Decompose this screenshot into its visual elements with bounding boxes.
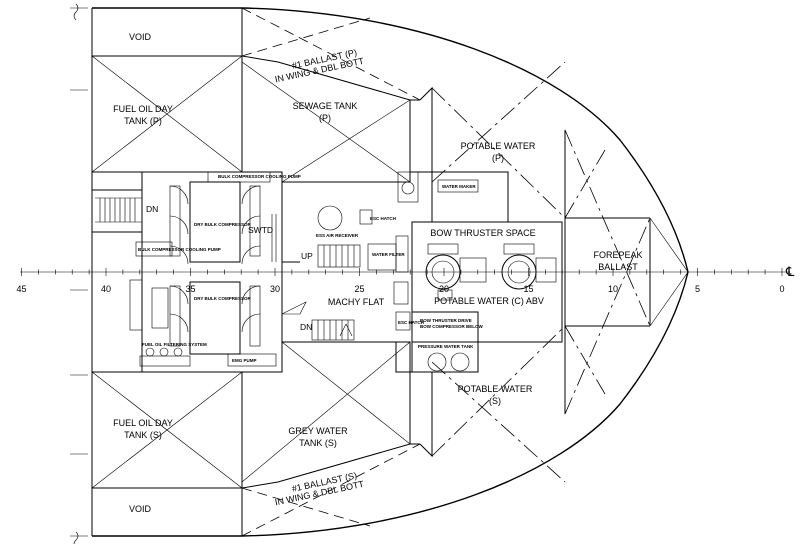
label-sewage-1: SEWAGE TANK bbox=[293, 101, 358, 111]
water-maker-room bbox=[431, 171, 509, 223]
label-machy-flat: MACHY FLAT bbox=[328, 297, 385, 307]
compressor-room-equipment bbox=[129, 171, 277, 367]
dry-bulk-compressor-group bbox=[169, 181, 261, 355]
centerline-symbol: ℄ bbox=[785, 264, 795, 279]
label-water-maker: WATER MAKER bbox=[442, 184, 476, 189]
potable-s-aft bbox=[410, 371, 433, 458]
label-potable-s-2: (S) bbox=[489, 396, 501, 406]
potable-p-dash bbox=[431, 61, 566, 219]
label-grey-1: GREY WATER bbox=[288, 426, 348, 436]
frame-label: 10 bbox=[608, 284, 618, 294]
label-dn-upper: DN bbox=[146, 204, 158, 214]
label-esc-hatch: ESC HATCH bbox=[370, 216, 396, 221]
label-void-top: VOID bbox=[129, 32, 152, 42]
ballast-p-inner bbox=[241, 8, 420, 101]
label-esc-hatch-lower: ESC HATCH bbox=[398, 320, 424, 325]
stair-well bbox=[92, 189, 142, 233]
break-mark-1 bbox=[73, 3, 79, 21]
frame-label: 30 bbox=[270, 284, 280, 294]
label-fuel-oil-p-2: TANK (P) bbox=[124, 116, 162, 126]
label-bt-drive: BOW THRUSTER DRIVE bbox=[420, 318, 472, 323]
label-dry-bulk-1: DRY BULK COMPRESSOR bbox=[194, 222, 252, 227]
ballast-s-dash bbox=[241, 443, 421, 537]
frame-ticks bbox=[21, 268, 783, 276]
label-bow-thruster: BOW THRUSTER SPACE bbox=[430, 228, 535, 238]
machy-flat-boundary bbox=[281, 182, 300, 342]
label-fuel-oil-p-1: FUEL OIL DAY bbox=[113, 104, 173, 114]
label-potable-c: POTABLE WATER (C) ABV bbox=[434, 296, 544, 306]
fuel-oil-s-cross bbox=[91, 371, 243, 489]
label-pressure-water: PRESSURE WATER TANK bbox=[418, 344, 474, 349]
potable-p-aft bbox=[410, 86, 433, 182]
stair-up bbox=[317, 244, 361, 268]
frame-label: 25 bbox=[354, 284, 364, 294]
bow-thruster-units bbox=[425, 243, 557, 301]
label-potable-p-2: (P) bbox=[492, 153, 504, 163]
stair-dn-lower bbox=[311, 319, 355, 341]
frame-labels: 45 40 35 30 25 20 15 10 5 0 bbox=[16, 284, 784, 294]
esc-hatch-lower-box bbox=[395, 342, 412, 373]
label-fuel-oil-s-1: FUEL OIL DAY bbox=[113, 418, 173, 428]
frame-label: 20 bbox=[439, 284, 449, 294]
frame-label: 5 bbox=[695, 284, 700, 294]
label-fuel-oil-s-2: TANK (S) bbox=[124, 430, 162, 440]
frame-label: 0 bbox=[779, 284, 784, 294]
label-emg-pump: EMG PUMP bbox=[232, 358, 257, 363]
break-lines bbox=[70, 7, 88, 537]
pressure-water-tank-box bbox=[411, 341, 479, 373]
label-bt-comp-below: BOW COMPRESSOR BELOW bbox=[420, 324, 484, 329]
label-bulk-cooling-top: BULK COMPRESSOR COOLING PUMP bbox=[218, 174, 301, 179]
stair-upper bbox=[95, 197, 142, 223]
label-up: UP bbox=[301, 251, 313, 261]
machy-equipment bbox=[281, 171, 419, 331]
label-ess-air-receiver: ESS AIR RECEIVER bbox=[316, 233, 359, 238]
label-dn-lower: DN bbox=[300, 322, 312, 332]
label-forepeak-1: FOREPEAK bbox=[593, 250, 642, 260]
label-forepeak-2: BALLAST bbox=[598, 262, 638, 272]
label-water-filter: WATER FILTER bbox=[372, 252, 405, 257]
ballast-p-dash bbox=[241, 7, 421, 101]
potable-s-dash bbox=[431, 325, 566, 483]
frame-label: 35 bbox=[185, 284, 195, 294]
hull-outline-port bbox=[92, 7, 689, 273]
frame-label: 45 bbox=[16, 284, 26, 294]
water-maker bbox=[437, 179, 479, 193]
label-void-bottom: VOID bbox=[129, 504, 152, 514]
sewage-cross bbox=[241, 61, 411, 183]
label-potable-s-1: POTABLE WATER bbox=[458, 384, 533, 394]
fuel-oil-p-cross bbox=[91, 55, 243, 173]
frame-label: 15 bbox=[523, 284, 533, 294]
label-swtd: SWTD bbox=[248, 225, 273, 235]
label-dry-bulk-2: DRY BULK COMPRESSOR bbox=[194, 296, 252, 301]
pressure-tank-2 bbox=[450, 352, 470, 372]
label-potable-p-1: POTABLE WATER bbox=[461, 141, 536, 151]
label-grey-2: TANK (S) bbox=[299, 438, 337, 448]
forepeak-dash bbox=[564, 129, 651, 415]
ballast-s-inner bbox=[241, 443, 420, 536]
hull-outline-starboard bbox=[92, 271, 689, 537]
break-mark-2 bbox=[73, 531, 79, 544]
frame-label: 40 bbox=[101, 284, 111, 294]
label-sewage-2: (P) bbox=[319, 113, 331, 123]
pressure-tank-1 bbox=[427, 352, 447, 372]
label-fuel-filtering: FUEL OIL FILTERING SYSTEM bbox=[142, 342, 207, 347]
label-bulk-cooling-left: BULK COMPRESSOR COOLING PUMP bbox=[138, 247, 221, 252]
grey-cross bbox=[241, 341, 411, 483]
